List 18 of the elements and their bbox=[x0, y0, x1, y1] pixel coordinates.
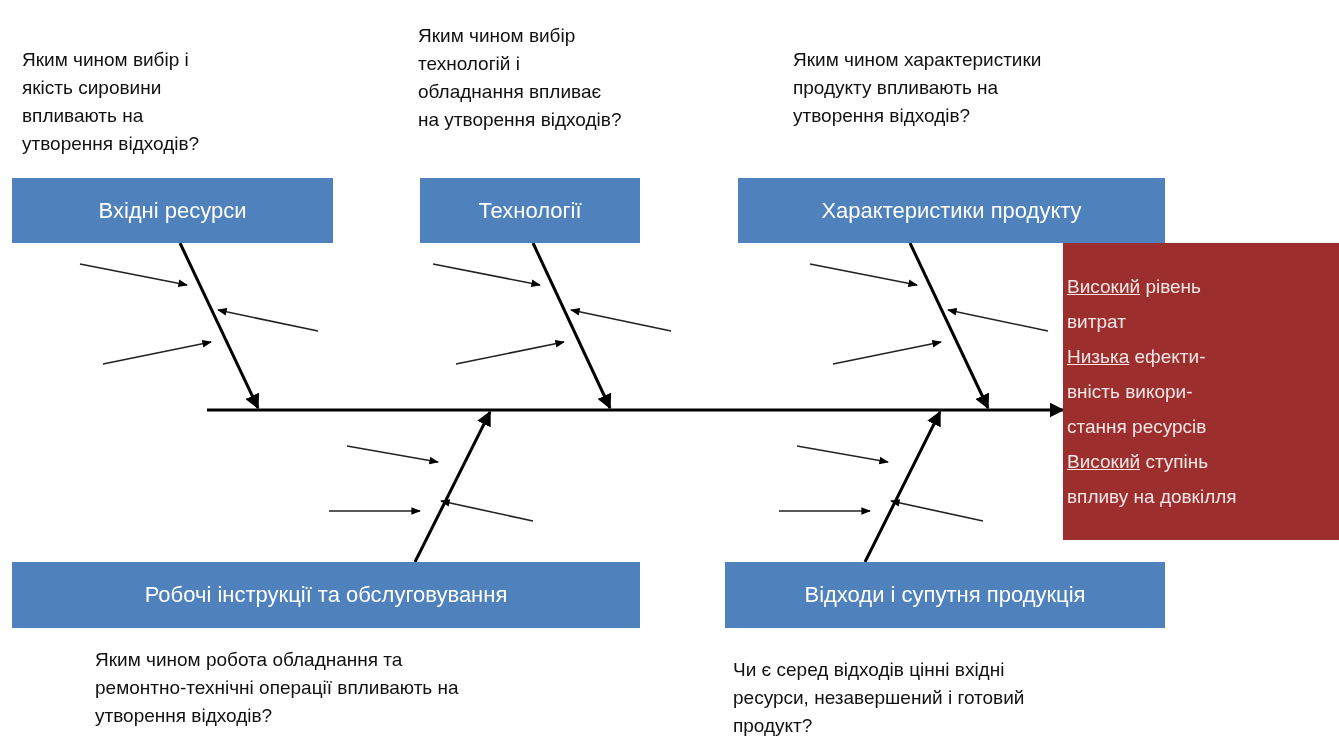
category-box: Характеристики продукту bbox=[738, 178, 1165, 243]
bone-arrow bbox=[908, 242, 990, 410]
bone-arrow bbox=[413, 410, 492, 563]
effect-box bbox=[1063, 243, 1339, 540]
question-text: Яким чином робота обладнання та ремонтно-технічні операції впливають на утворення відходів? bbox=[95, 648, 460, 728]
effect-text: Високий ступінь впливу на довкілля bbox=[1067, 450, 1238, 509]
bone-arrow bbox=[178, 242, 260, 410]
category-box: Робочі інструкції та обслуговування bbox=[12, 562, 640, 628]
spine-arrow bbox=[207, 402, 1065, 418]
category-box: Відходи і супутня продукція bbox=[725, 562, 1165, 628]
bone-arrow bbox=[863, 410, 942, 563]
bone-arrow bbox=[531, 242, 612, 410]
question-text: Яким чином вибір технологій і обладнання впливає на утворення відходів? bbox=[418, 24, 623, 132]
category-box: Технології bbox=[420, 178, 640, 243]
question-text: Яким чином характеристики продукту впливають на утворення відходів? bbox=[793, 48, 1043, 128]
question-text: Яким чином вибір і якість сировини впливають на утворення відходів? bbox=[22, 48, 201, 156]
question-text: Чи є серед відходів цінні вхідні ресурси, незавершений і готовий продукт? bbox=[733, 658, 1026, 738]
category-box: Вхідні ресурси bbox=[12, 178, 333, 243]
